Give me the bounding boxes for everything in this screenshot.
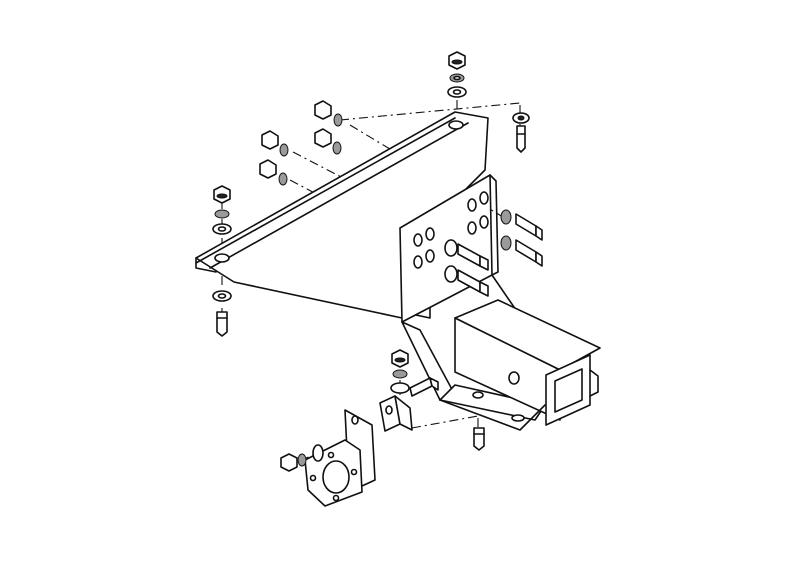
flat-washer-left-lower xyxy=(212,290,232,302)
hex-nut-top xyxy=(448,51,466,70)
hex-bolt-left-vertical xyxy=(216,311,228,337)
hex-nuts-upper-left xyxy=(259,100,343,186)
hex-nut-left xyxy=(213,185,231,204)
flat-washer-top xyxy=(447,86,467,98)
lock-washer-left xyxy=(214,209,230,219)
flat-washer-left xyxy=(212,223,232,235)
hex-nut-bracket xyxy=(390,349,410,394)
hex-bolt-bracket xyxy=(409,377,439,397)
hex-bolt-right-vertical xyxy=(512,112,530,153)
receiver-hitch-frame xyxy=(195,111,601,431)
hex-bolts-plate-right xyxy=(444,209,543,297)
wiring-bracket xyxy=(379,395,413,432)
lock-washer-top xyxy=(449,73,465,83)
connector-plate-hardware xyxy=(280,444,324,472)
hex-bolt-receiver xyxy=(473,427,485,451)
